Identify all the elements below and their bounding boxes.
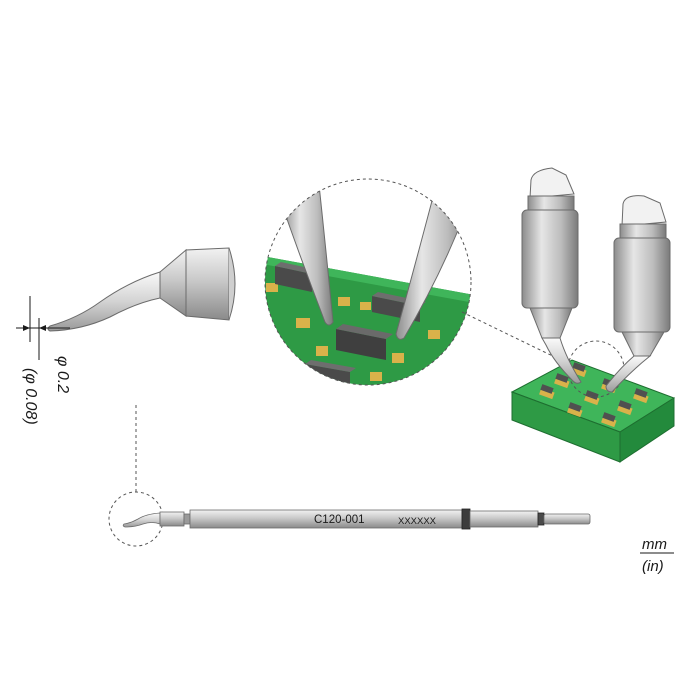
unit-mm: mm: [642, 536, 667, 553]
serial-number: XXXXXX: [398, 516, 437, 527]
model-number: C120-001: [314, 514, 365, 526]
board-scene: [510, 167, 676, 463]
full-tip: C120-001 XXXXXX: [108, 491, 591, 547]
pcb-board: [510, 359, 676, 463]
zoom-bubble: [264, 178, 472, 386]
tip-cone: [158, 248, 187, 317]
right-tweezer-tool: [605, 195, 671, 393]
shaft-band: [461, 508, 471, 530]
zoom-leader-line: [461, 311, 566, 363]
bent-tip-taper: [47, 271, 161, 332]
left-tweezer-tool: [521, 167, 582, 384]
connector-pin: [543, 513, 591, 525]
units-legend: mm (in): [640, 536, 674, 575]
zoom-pads: [266, 283, 440, 381]
zoom-circle: [264, 178, 472, 386]
enlarged-tip: [47, 247, 236, 332]
diameter-inch-label: (φ 0.08): [22, 368, 39, 425]
diameter-dimension: φ 0.2 (φ 0.08): [16, 296, 71, 425]
unit-in: (in): [642, 558, 664, 575]
sleeve-end: [228, 247, 236, 321]
diameter-mm-label: φ 0.2: [54, 356, 71, 393]
zoom-left-tip: [281, 179, 334, 326]
